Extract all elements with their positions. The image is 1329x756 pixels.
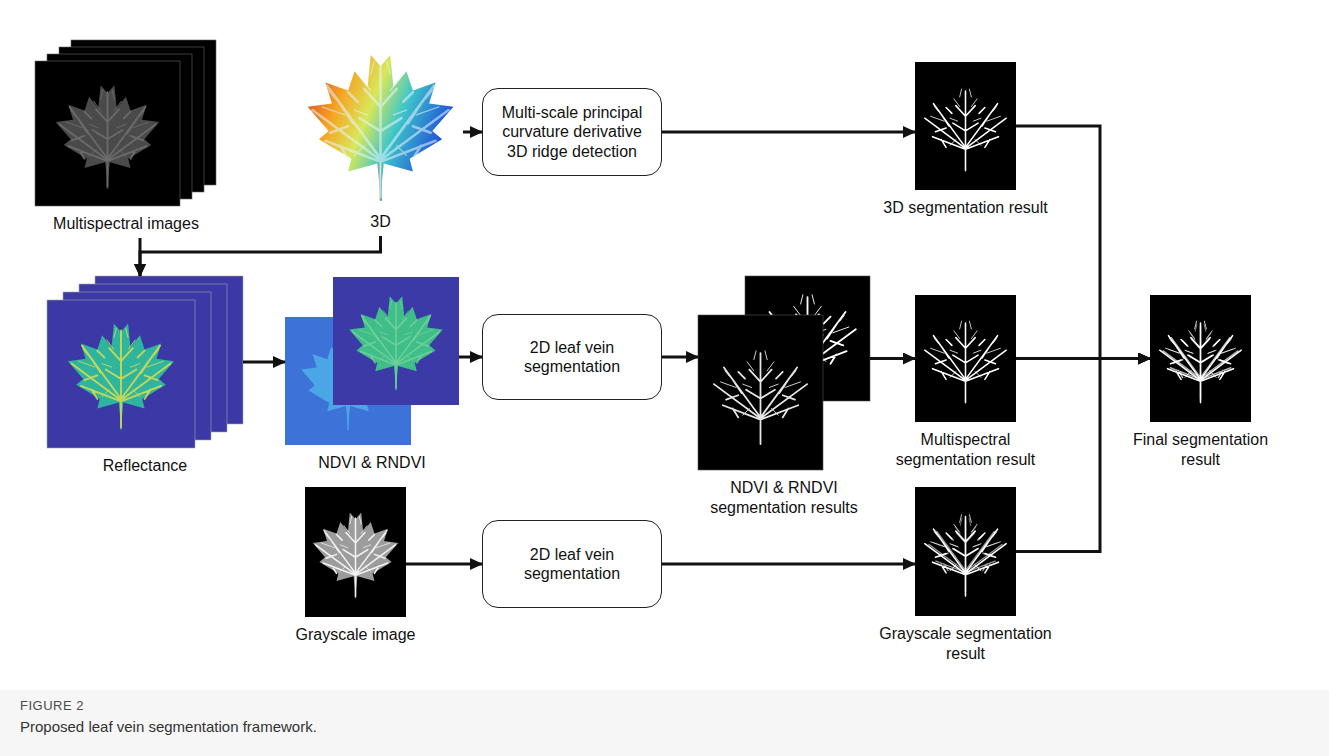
connector-arrow [662,563,915,566]
caption-text: NDVI & RNDVI [302,453,442,473]
figure-caption: Proposed leaf vein segmentation framewor… [20,718,317,735]
image-tile: Multispectral segmentation result [915,295,1016,422]
process-text: 2D leaf vein segmentation [493,338,651,376]
process-box: 2D leaf vein segmentation [482,314,662,400]
connector-arrow [243,361,285,364]
image-tile: 3D segmentation result [915,62,1016,190]
process-text: Multi-scale principal curvature derivati… [493,103,651,161]
image-caption: Final segmentation result [1116,430,1286,470]
process-text: 2D leaf vein segmentation [493,545,651,583]
caption-text: Grayscale image [276,625,436,645]
image-tile: Grayscale image [305,487,406,617]
caption-text: Multispectral images [26,214,226,234]
image-tile: NDVI & RNDVI [285,277,459,445]
image-tile: 3D [298,42,463,204]
process-box: Multi-scale principal curvature derivati… [482,88,662,176]
connector-arrow [459,356,482,359]
image-caption: Multispectral segmentation result [881,430,1051,470]
image-caption: Grayscale image [276,625,436,645]
connector-arrow [870,357,915,360]
image-tile: Reflectance [47,276,243,448]
connector-arrow [1016,126,1150,359]
image-tile: Final segmentation result [1150,295,1251,422]
image-caption: 3D segmentation result [881,198,1051,218]
caption-text: Reflectance [75,456,215,476]
image-caption: NDVI & RNDVI [302,453,442,473]
connector-arrow [463,131,482,134]
image-caption: 3D [351,212,411,232]
image-tile: Grayscale segmentation result [915,487,1016,616]
connector-arrow [1016,359,1150,552]
process-box: 2D leaf vein segmentation [482,520,662,608]
image-tile: NDVI & RNDVI segmentation results [698,276,870,470]
caption-text: Final segmentation result [1116,430,1286,470]
caption-text: 3D segmentation result [881,198,1051,218]
connector-arrow [140,236,381,276]
connector-arrow [662,356,698,359]
caption-text: Multispectral segmentation result [881,430,1051,470]
figure-label: FIGURE 2 [20,698,84,713]
connector-arrow [406,563,482,566]
image-caption: Grayscale segmentation result [876,624,1056,664]
image-tile: Multispectral images [35,40,217,206]
caption-text: 3D [351,212,411,232]
image-caption: NDVI & RNDVI segmentation results [689,478,879,518]
caption-text: NDVI & RNDVI segmentation results [689,478,879,518]
connector-arrow [662,131,915,134]
caption-text: Grayscale segmentation result [876,624,1056,664]
image-caption: Reflectance [75,456,215,476]
image-caption: Multispectral images [26,214,226,234]
